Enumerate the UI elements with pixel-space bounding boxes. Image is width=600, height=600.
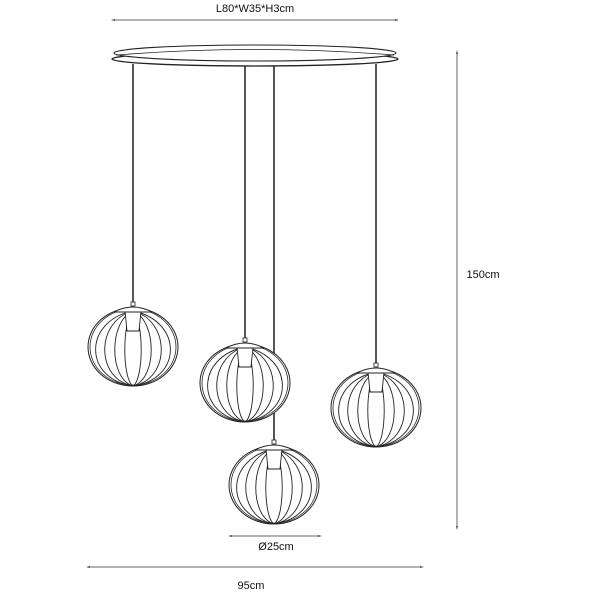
pendant-shade-right	[330, 362, 422, 448]
canopy-dimension-label: L80*W35*H3cm	[215, 3, 295, 15]
canopy-rim	[115, 49, 395, 56]
height-dimension-label: 150cm	[466, 269, 500, 281]
total-width-label: 95cm	[237, 580, 265, 592]
pendant-shade-left	[87, 301, 179, 387]
canopy-top	[113, 44, 397, 62]
shade-diameter-label: Ø25cm	[258, 541, 294, 553]
pendant-shade-center-front	[228, 439, 320, 525]
pendant-shade-center-back	[199, 337, 291, 423]
